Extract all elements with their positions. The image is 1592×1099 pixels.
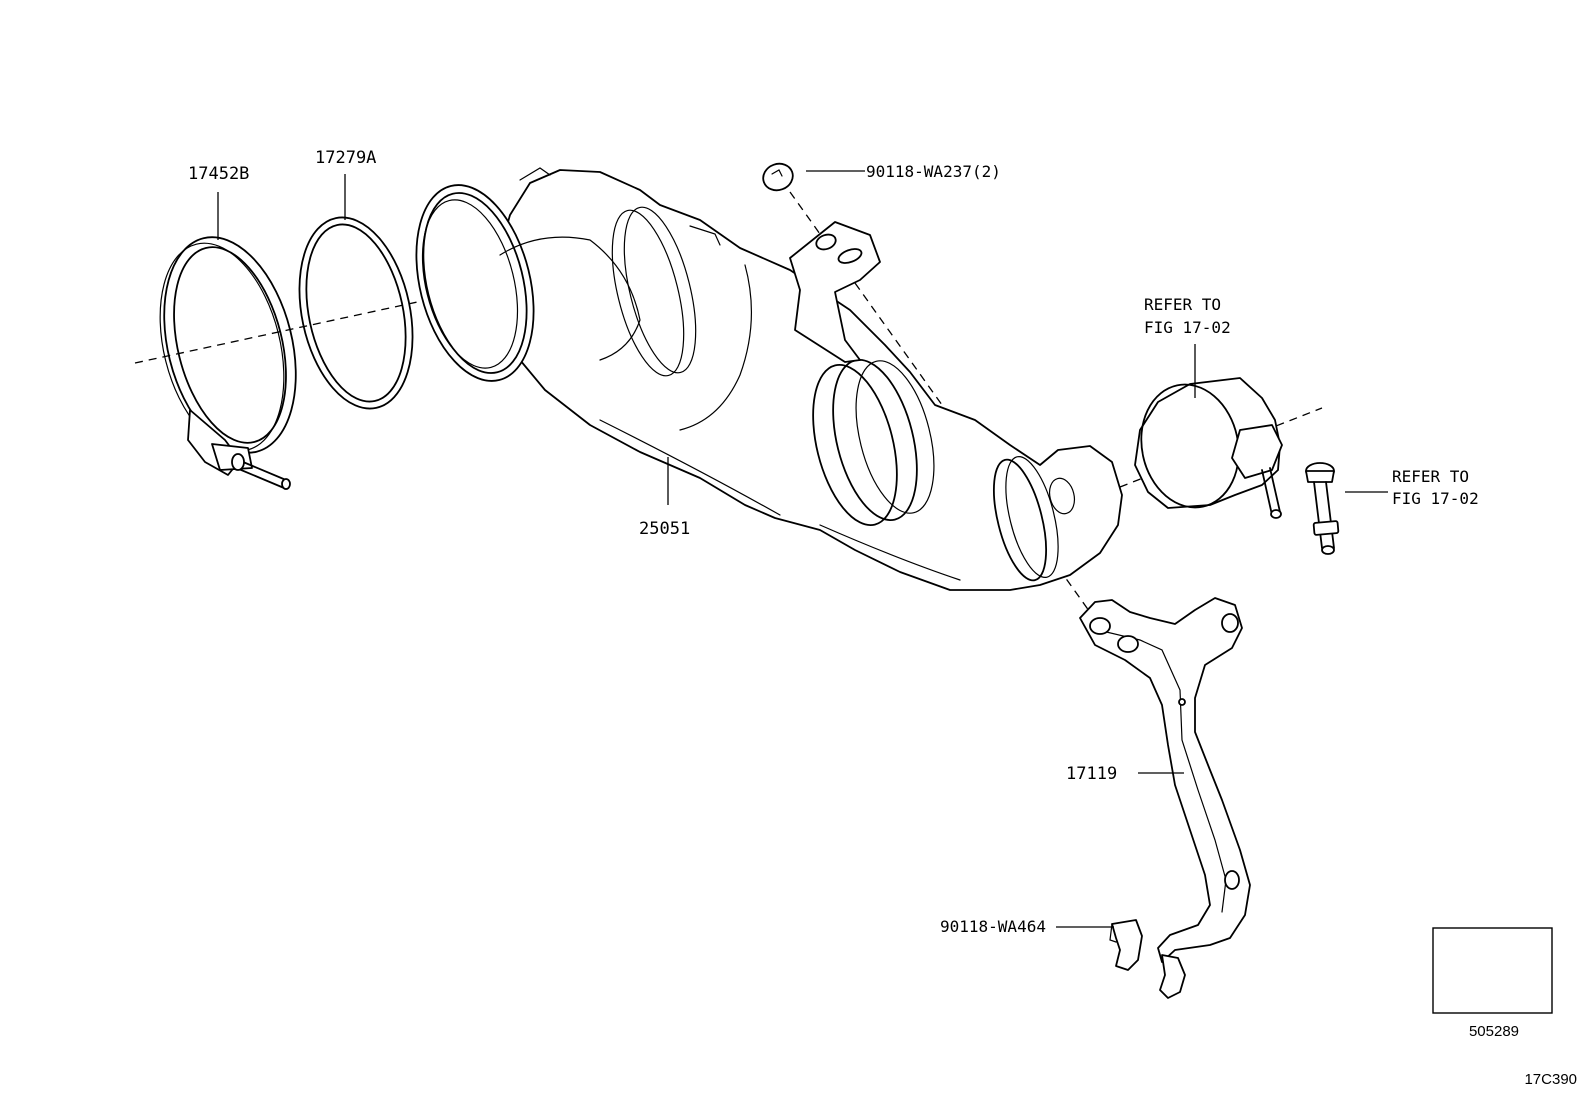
label-17452B: 17452B [188, 164, 249, 184]
clip-90118-WA464 [1109, 919, 1143, 971]
label-17119: 17119 [1066, 764, 1117, 784]
part-image-box [1432, 927, 1553, 1014]
label-bolt-refer-line1: REFER TO [1392, 467, 1469, 486]
bolt-90118-WA237 [762, 162, 794, 192]
exhaust-bolt [1305, 462, 1340, 555]
label-25051: 25051 [639, 519, 690, 539]
exhaust-clamp [1134, 377, 1283, 519]
label-90118-WA237: 90118-WA237(2) [866, 162, 1001, 181]
label-clamp-refer-line1: REFER TO [1144, 295, 1221, 314]
label-90118-WA464: 90118-WA464 [940, 917, 1046, 936]
label-17279A: 17279A [315, 148, 376, 168]
catalytic-converter-25051 [415, 167, 1123, 591]
main-axis-centerline [134, 281, 511, 364]
leader-lines [217, 170, 1388, 928]
bracket-17119 [1079, 597, 1251, 999]
label-clamp-refer-line2: FIG 17-02 [1144, 318, 1231, 337]
clamp-ring-17452B [159, 236, 297, 490]
label-505289: 505289 [1469, 1023, 1519, 1040]
drawing-code: 17C390 [1524, 1071, 1577, 1088]
gasket-17279A [298, 216, 414, 410]
label-bolt-refer-line2: FIG 17-02 [1392, 489, 1479, 508]
